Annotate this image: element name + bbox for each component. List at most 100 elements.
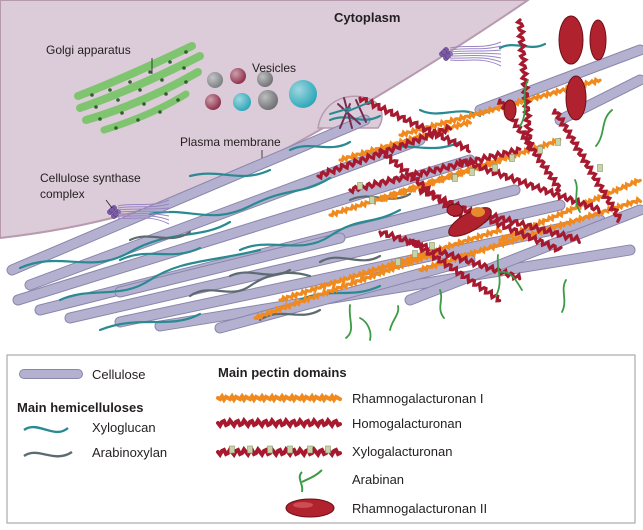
xylogalacturonan-tab [412,250,418,258]
golgi-apparatus [74,42,204,134]
secreted-polymer [329,107,351,115]
legend-arabinan-swatch [298,469,323,493]
rg1-strand [253,248,448,321]
arabinan-chain [561,279,567,313]
homogalacturonan-strand [408,238,502,303]
xyloglucan-strand [58,248,262,302]
xylogalacturonan-tab [452,174,458,182]
legend-rg2-highlight [293,502,313,508]
cellulose-synthase-complexes [107,41,502,225]
arabinan-chain [345,304,353,339]
rg1-strand [278,225,503,303]
xylogalacturonan-tab [509,154,515,162]
arabinan-chain [574,179,581,213]
xyloglucan-strand [188,168,272,178]
arabinan-chain [495,254,501,297]
rhamnogalacturonan-ii [565,75,587,121]
label-plasma-membrane: Plasma membrane [180,135,281,149]
rg2-dimer-link [471,207,485,217]
label-golgi: Golgi apparatus [46,43,131,57]
xylogalacturonan-tab [395,258,401,266]
arabinan-chain [595,109,613,147]
xyloglucan-strand [238,208,402,252]
legend-xylogalacturonan-label: Xylogalacturonan [352,444,452,459]
rhamnogalacturonan-ii [558,15,584,65]
arabinan-chain [499,271,523,291]
label-vesicles: Vesicles [252,61,296,75]
cellulose-fiber-core [155,245,635,331]
arabinan-chain [519,79,529,127]
nascent-glucan-chain [449,49,502,53]
arabinan-chain [359,317,372,341]
nascent-glucan-chain [449,59,502,67]
synthase-subunit [441,49,447,55]
nascent-glucan-chain [449,41,502,49]
nascent-glucan-chain [449,52,502,55]
xyloglucan-strand [118,246,202,262]
synthase-leader [105,199,113,209]
rhamnogalacturonan-ii [503,99,517,121]
legend-homogalacturonan-swatch [216,416,342,430]
legend-rg2-swatch [285,498,335,518]
legend: Cellulose Main hemicelluloses Xyloglucan… [6,354,636,524]
nascent-glucan-chain [117,199,170,207]
nascent-glucan-chain [449,45,502,51]
legend-xylo-tab [267,445,273,454]
xylogalacturonan-tab [555,138,561,146]
homogalacturonan-strand [551,108,623,223]
legend-xyloglucan-label: Xyloglucan [92,420,156,435]
arabinoxylan-strand [128,230,192,242]
nascent-glucan-chain [117,207,170,211]
nascent-glucan-chain [117,213,170,217]
cellulose-fiber-core [475,45,643,115]
xyloglucan-strand [148,176,332,217]
xyloglucan-strand [18,220,232,270]
legend-xylo-tab [325,445,331,454]
cellulose-fiber-core [405,205,643,305]
cellulose-fiber-core [115,233,345,297]
synthase-subunit [113,211,119,217]
cellulose-fiber-core [7,115,370,275]
nascent-glucan-chain [449,57,502,63]
secreted-polymer [355,99,367,123]
synthase-subunit [445,53,451,59]
xyloglucan-strand [288,140,352,152]
nascent-glucan-chain [117,215,170,221]
homogalacturonan-strand [378,230,522,282]
legend-xylo-tab [287,445,293,454]
legend-frame [6,354,636,524]
synthase-subunit [109,207,115,213]
legend-rg1-label: Rhamnogalacturonan I [352,391,484,406]
xylogalacturonan-tab [469,168,475,176]
legend-hemicelluloses-heading: Main hemicelluloses [17,400,143,415]
secreted-polymer [343,97,353,129]
pectin-network [253,15,643,341]
legend-xylogalacturonan-swatch [216,445,342,459]
legend-rg2-label: Rhamnogalacturonan II [352,501,487,516]
legend-homogalacturonan-label: Homogalacturonan [352,416,462,431]
homogalacturonan-strand [458,158,601,214]
legend-arabinoxylan-label: Arabinoxylan [92,445,167,460]
label-synthase-1: Cellulose synthase [40,171,141,185]
xylogalacturonan-tab [357,182,363,190]
homogalacturonan-strand [514,18,536,152]
xylogalacturonan-tab [429,242,435,250]
label-cytoplasm: Cytoplasm [334,10,400,25]
legend-arabinoxylan-swatch [23,450,73,458]
rhamnogalacturonan-ii [446,203,464,217]
secreted-polymer [345,101,371,113]
legend-cellulose-label: Cellulose [92,367,145,382]
xyloglucan-strand [98,312,202,332]
legend-xylo-tab [247,445,253,454]
vesicles [205,68,317,111]
rhamnogalacturonan-ii [589,19,607,61]
nascent-glucan-chain [117,210,170,213]
xylogalacturonan-tab [597,164,603,172]
label-synthase-2: complex [40,187,85,201]
homogalacturonan-strand [348,146,522,195]
xylogalacturonan-tab [369,196,375,204]
legend-xylo-tab [229,445,235,454]
arabinoxylan-strand [228,268,292,278]
